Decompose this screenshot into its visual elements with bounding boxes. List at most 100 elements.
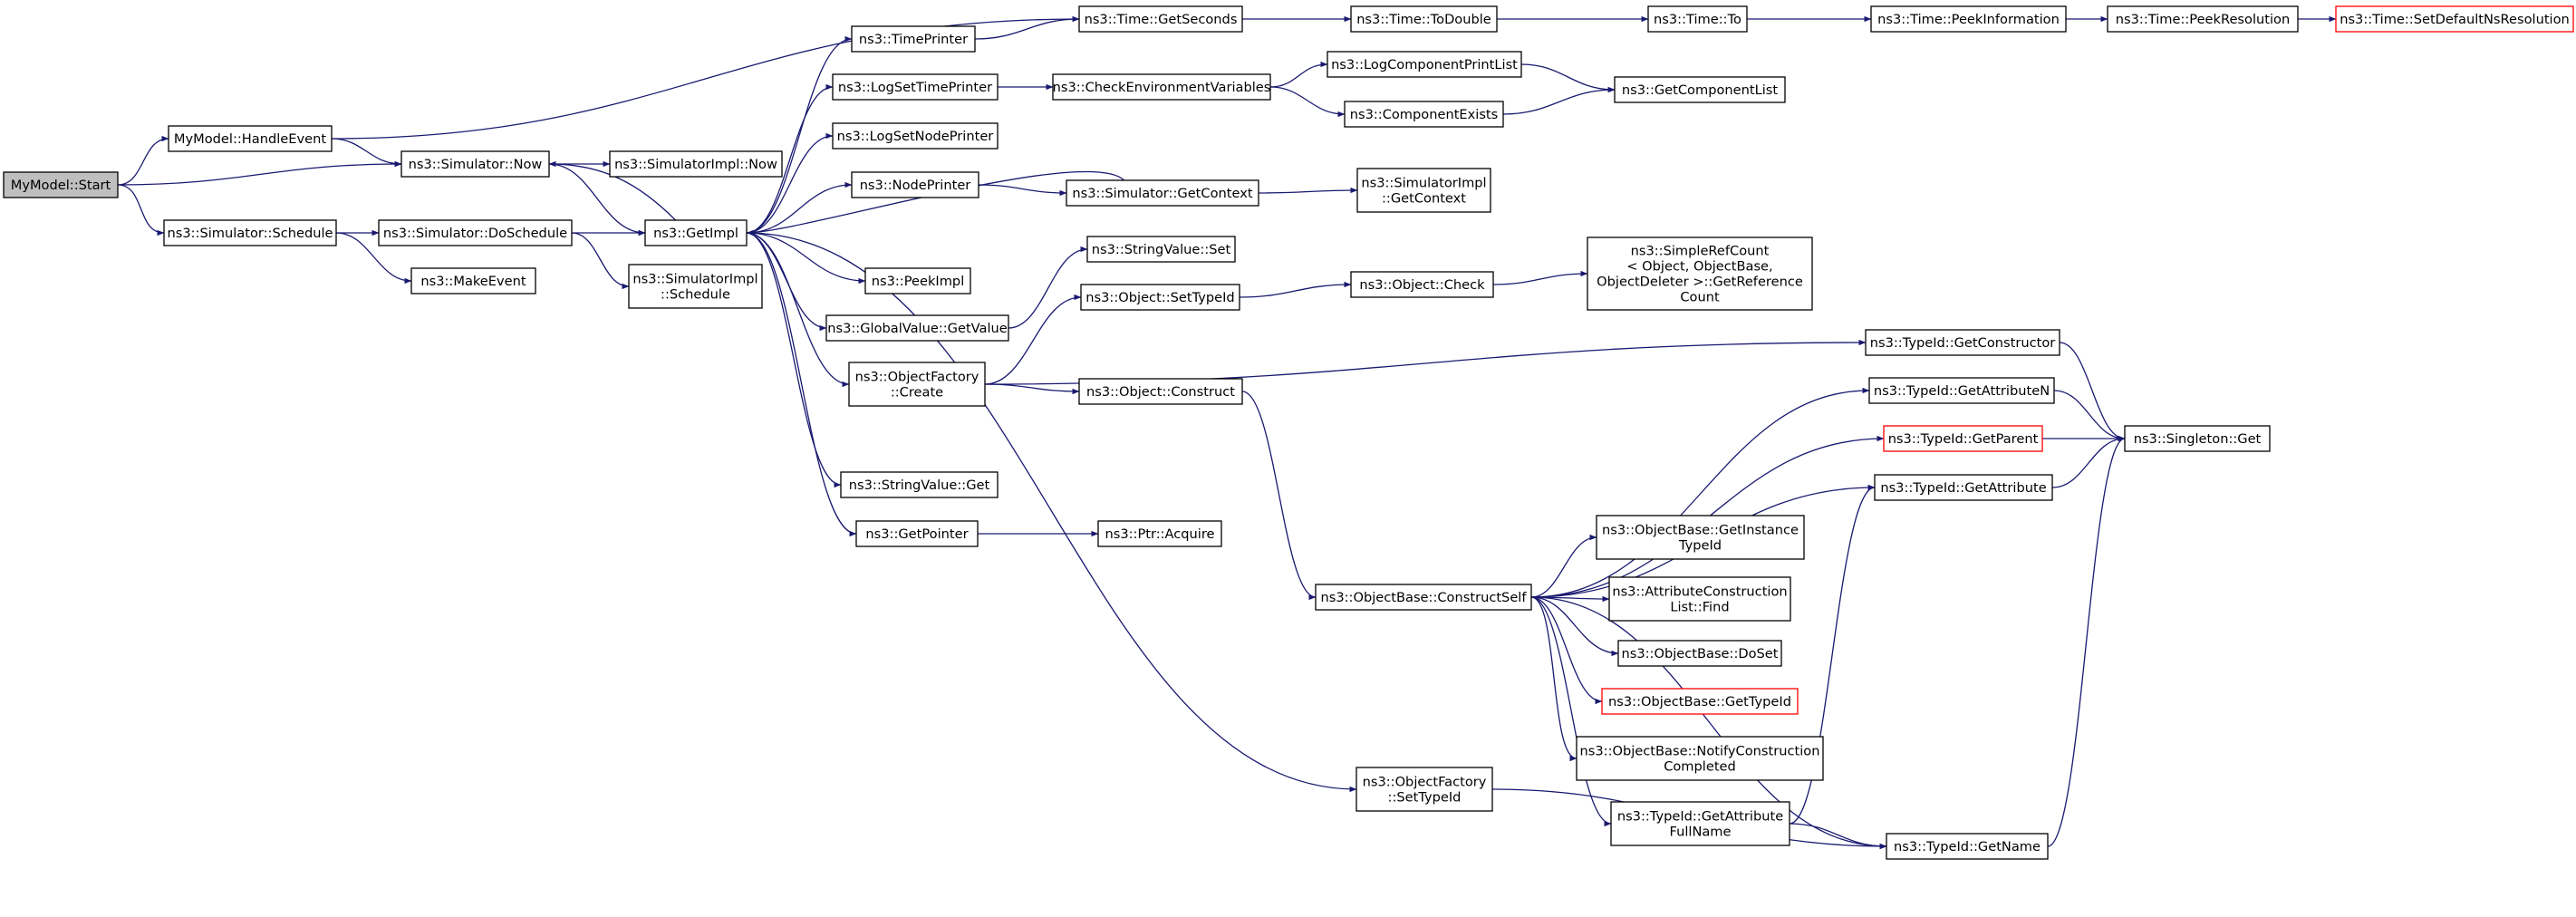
edge-get-impl-to-objectfactory-settypeid — [746, 232, 1357, 793]
edge-line — [2059, 342, 2126, 442]
edge-typeid-getattributefullname-to-typeid-getattribute — [1789, 484, 1876, 825]
node-box — [832, 122, 999, 150]
node-node-printer[interactable]: ns3::NodePrinter — [851, 171, 979, 198]
node-label: ns3::GlobalValue::GetValue — [827, 321, 1008, 336]
node-box — [1596, 515, 1805, 560]
edge-get-impl-to-get-pointer — [746, 232, 857, 537]
node-label: MyModel::HandleEvent — [174, 131, 326, 147]
node-sim-now[interactable]: ns3::Simulator::Now — [400, 150, 550, 178]
edge-line — [2053, 390, 2126, 442]
node-sim-getcontext[interactable]: ns3::Simulator::GetContext — [1066, 179, 1259, 207]
node-objectfactory-create[interactable]: ns3::ObjectFactory::Create — [848, 362, 986, 407]
node-label: ::Create — [891, 384, 943, 400]
node-object-check[interactable]: ns3::Object::Check — [1350, 271, 1494, 298]
node-simimpl-schedule[interactable]: ns3::SimulatorImpl::Schedule — [628, 264, 763, 309]
node-label: ns3::ObjectBase::GetInstance — [1602, 522, 1799, 537]
node-objectbase-gettypeid[interactable]: ns3::ObjectBase::GetTypeId — [1601, 688, 1799, 715]
edge-typeid-getattribute-to-singleton-get — [2051, 435, 2126, 488]
node-time-peekresolution[interactable]: ns3::Time::PeekResolution — [2107, 5, 2299, 33]
node-log-set-node-printer[interactable]: ns3::LogSetNodePrinter — [832, 122, 999, 150]
node-box — [1078, 378, 1243, 405]
node-label: ns3::Time::To — [1654, 12, 1741, 27]
node-box — [1356, 767, 1493, 812]
node-objectbase-notifyconstructioncompleted[interactable]: ns3::ObjectBase::NotifyConstructionCompl… — [1576, 736, 1824, 781]
edge-globalvalue-getvalue-to-stringvalue-set — [1008, 246, 1088, 329]
node-typeid-getattribute[interactable]: ns3::TypeId::GetAttribute — [1874, 474, 2053, 501]
node-simimpl-getcontext[interactable]: ns3::SimulatorImpl::GetContext — [1356, 168, 1491, 213]
node-check-env-vars[interactable]: ns3::CheckEnvironmentVariables — [1052, 73, 1271, 101]
node-typeid-getparent[interactable]: ns3::TypeId::GetParent — [1883, 425, 2043, 452]
node-time-to[interactable]: ns3::Time::To — [1647, 5, 1748, 33]
node-ptr-acquire[interactable]: ns3::Ptr::Acquire — [1097, 520, 1222, 547]
node-logcomponentprintlist[interactable]: ns3::LogComponentPrintList — [1327, 51, 1522, 78]
edge-line — [1269, 61, 1328, 88]
edge-line — [1530, 387, 1870, 598]
node-stringvalue-set[interactable]: ns3::StringValue::Set — [1086, 236, 1236, 263]
node-typeid-getconstructor[interactable]: ns3::TypeId::GetConstructor — [1865, 329, 2060, 356]
node-stringvalue-get[interactable]: ns3::StringValue::Get — [840, 471, 999, 498]
node-label: ns3::SimulatorImpl::Now — [614, 157, 777, 172]
node-time-todouble[interactable]: ns3::Time::ToDouble — [1350, 5, 1498, 33]
node-get-pointer[interactable]: ns3::GetPointer — [855, 520, 979, 547]
node-box — [1610, 801, 1790, 846]
edge-line — [548, 160, 677, 221]
edge-line — [746, 35, 853, 234]
node-box — [2335, 5, 2574, 33]
node-label: ns3::Time::SetDefaultNsResolution — [2340, 12, 2570, 27]
node-globalvalue-getvalue[interactable]: ns3::GlobalValue::GetValue — [825, 314, 1009, 342]
node-sim-schedule[interactable]: ns3::Simulator::Schedule — [163, 219, 337, 246]
node-simimpl-now[interactable]: ns3::SimulatorImpl::Now — [609, 150, 783, 178]
node-sim-doschedule[interactable]: ns3::Simulator::DoSchedule — [378, 219, 573, 246]
node-objectfactory-settypeid[interactable]: ns3::ObjectFactory::SetTypeId — [1356, 767, 1493, 812]
node-time-getseconds[interactable]: ns3::Time::GetSeconds — [1078, 5, 1243, 33]
edge-line — [1008, 246, 1088, 329]
node-label: ns3::CheckEnvironmentVariables — [1053, 80, 1271, 95]
node-componentexists[interactable]: ns3::ComponentExists — [1344, 101, 1504, 128]
node-box — [855, 520, 979, 547]
node-label: ns3::PeekImpl — [872, 274, 965, 289]
node-getcomponentlist[interactable]: ns3::GetComponentList — [1614, 76, 1786, 103]
edge-sim-doschedule-to-simimpl-schedule — [571, 232, 630, 290]
node-simplerefcount[interactable]: ns3::SimpleRefCount< Object, ObjectBase,… — [1587, 236, 1813, 311]
edge-objectbase-constructself-to-typeid-getname — [1530, 596, 1887, 850]
edge-check-env-vars-to-componentexists — [1269, 86, 1346, 118]
node-typeid-getname[interactable]: ns3::TypeId::GetName — [1886, 833, 2049, 860]
node-label: ns3::ObjectBase::DoSet — [1621, 646, 1778, 661]
edge-objectbase-constructself-to-objectbase-doset — [1530, 596, 1619, 657]
edge-line — [1502, 86, 1616, 115]
node-label: ns3::GetComponentList — [1622, 82, 1778, 98]
node-object-construct[interactable]: ns3::Object::Construct — [1078, 378, 1243, 405]
node-box — [1052, 73, 1271, 101]
node-box — [1576, 736, 1824, 781]
node-get-impl[interactable]: ns3::GetImpl — [644, 219, 748, 246]
node-typeid-getattributen[interactable]: ns3::TypeId::GetAttributeN — [1868, 377, 2055, 404]
node-singleton-get[interactable]: ns3::Singleton::Get — [2124, 425, 2271, 452]
node-label: ns3::GetImpl — [653, 226, 738, 241]
node-handle-event[interactable]: MyModel::HandleEvent — [168, 125, 333, 152]
node-make-event[interactable]: ns3::MakeEvent — [410, 267, 536, 294]
node-label: ns3::SimulatorImpl — [1361, 175, 1486, 190]
node-label: ns3::Time::ToDouble — [1356, 12, 1491, 27]
node-time-setdefaultnsresolution[interactable]: ns3::Time::SetDefaultNsResolution — [2335, 5, 2574, 33]
node-box — [1066, 179, 1259, 207]
node-time-peekinformation[interactable]: ns3::Time::PeekInformation — [1870, 5, 2067, 33]
node-time-printer[interactable]: ns3::TimePrinter — [851, 25, 976, 53]
node-start[interactable]: MyModel::Start — [3, 171, 119, 198]
node-label: ns3::TypeId::GetAttribute — [1617, 808, 1783, 824]
edge-get-impl-to-sim-now — [548, 160, 677, 221]
node-box — [840, 471, 999, 498]
node-peek-impl[interactable]: ns3::PeekImpl — [864, 267, 971, 294]
node-label: Completed — [1664, 758, 1736, 774]
edge-objectbase-constructself-to-typeid-getattributefullname — [1530, 596, 1612, 827]
node-box — [1886, 833, 2049, 860]
edge-line — [117, 160, 402, 186]
node-object-settypeid[interactable]: ns3::Object::SetTypeId — [1080, 284, 1240, 311]
node-objectbase-doset[interactable]: ns3::ObjectBase::DoSet — [1617, 640, 1782, 667]
node-log-set-time-printer[interactable]: ns3::LogSetTimePrinter — [832, 73, 999, 101]
node-label: ::Schedule — [661, 286, 730, 302]
node-objectbase-constructself[interactable]: ns3::ObjectBase::ConstructSelf — [1315, 584, 1532, 611]
edge-line — [746, 232, 866, 285]
